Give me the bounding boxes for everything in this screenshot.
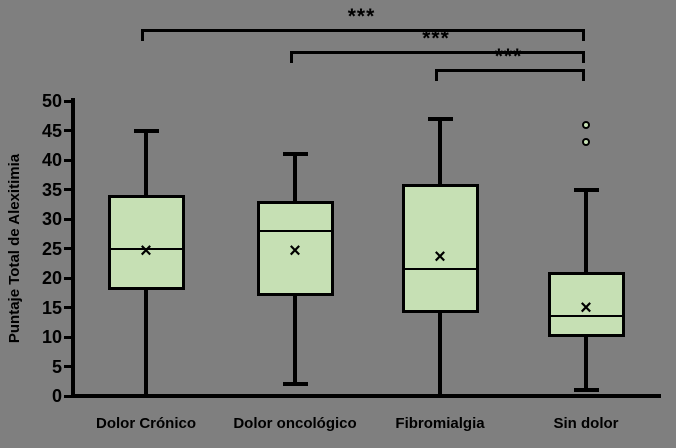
mean-marker: × <box>289 240 301 263</box>
whisker-upper-line <box>293 154 297 202</box>
whisker-lower-cap <box>573 388 599 393</box>
whisker-lower-line <box>293 295 297 385</box>
y-tick <box>64 335 71 339</box>
sig-bracket-tick-left <box>435 69 438 81</box>
box-rect <box>107 195 185 290</box>
whisker-upper-cap <box>282 152 308 157</box>
sig-stars: *** <box>494 45 523 68</box>
mean-marker: × <box>140 240 152 263</box>
x-category-label: Dolor Crónico <box>96 415 196 432</box>
whisker-lower-line <box>144 289 148 396</box>
mean-marker: × <box>434 246 446 269</box>
whisker-lower-line <box>584 337 588 391</box>
y-tick-label: 50 <box>41 91 62 111</box>
y-axis-line <box>71 98 75 398</box>
y-tick-label: 15 <box>41 297 62 318</box>
sig-bracket-line <box>141 29 585 32</box>
median-line <box>404 268 476 271</box>
sig-bracket-tick-right <box>582 69 585 81</box>
sig-stars: *** <box>422 27 450 50</box>
outlier-point <box>582 138 590 147</box>
x-axis-line <box>71 394 661 398</box>
y-tick-label: 40 <box>41 150 62 170</box>
outlier-point <box>582 120 590 129</box>
y-tick <box>64 247 71 250</box>
median-line <box>259 229 331 232</box>
whisker-upper-cap <box>133 128 159 133</box>
median-line <box>110 247 182 250</box>
box-rect <box>401 183 479 314</box>
y-tick <box>64 129 71 132</box>
y-tick-label: 45 <box>41 120 62 141</box>
y-tick <box>64 188 71 191</box>
y-tick-label: 20 <box>41 268 62 288</box>
y-tick <box>64 158 71 162</box>
y-tick <box>64 394 71 398</box>
whisker-upper-cap <box>427 116 453 121</box>
median-line <box>550 315 622 318</box>
whisker-lower-cap <box>427 394 453 398</box>
y-axis-title-text: Puntaje Total de Alexitimia <box>6 153 24 343</box>
y-tick-label: 25 <box>41 238 62 259</box>
y-tick-label: 10 <box>41 327 62 347</box>
y-tick <box>64 217 71 221</box>
sig-bracket-line <box>290 51 585 54</box>
whisker-lower-line <box>438 313 442 396</box>
y-tick-label: 35 <box>41 179 62 200</box>
sig-bracket-tick-right <box>582 51 585 63</box>
whisker-upper-line <box>438 118 442 184</box>
y-tick <box>64 365 71 368</box>
sig-stars: *** <box>347 5 376 28</box>
y-tick-label: 5 <box>51 356 62 377</box>
sig-bracket-line <box>435 69 585 72</box>
y-tick-label: 30 <box>41 209 62 229</box>
sig-bracket-tick-left <box>290 51 293 63</box>
x-category-label: Dolor oncológico <box>233 415 357 432</box>
x-category-label: Sin dolor <box>553 415 619 432</box>
y-tick-label: 0 <box>51 386 62 406</box>
box-rect <box>547 272 625 337</box>
whisker-upper-line <box>144 130 148 196</box>
mean-marker: × <box>580 296 592 319</box>
whisker-upper-line <box>584 189 588 273</box>
sig-bracket-tick-right <box>582 29 585 41</box>
whisker-upper-cap <box>573 187 599 192</box>
whisker-lower-cap <box>133 394 159 398</box>
y-axis-title: Puntaje Total de Alexitimia <box>2 100 28 396</box>
x-category-label: Fibromialgia <box>395 415 485 432</box>
y-tick <box>64 99 71 103</box>
y-tick <box>64 306 71 309</box>
y-tick <box>64 276 71 280</box>
box-rect <box>256 201 334 296</box>
sig-bracket-tick-left <box>141 29 144 41</box>
whisker-lower-cap <box>282 382 308 387</box>
